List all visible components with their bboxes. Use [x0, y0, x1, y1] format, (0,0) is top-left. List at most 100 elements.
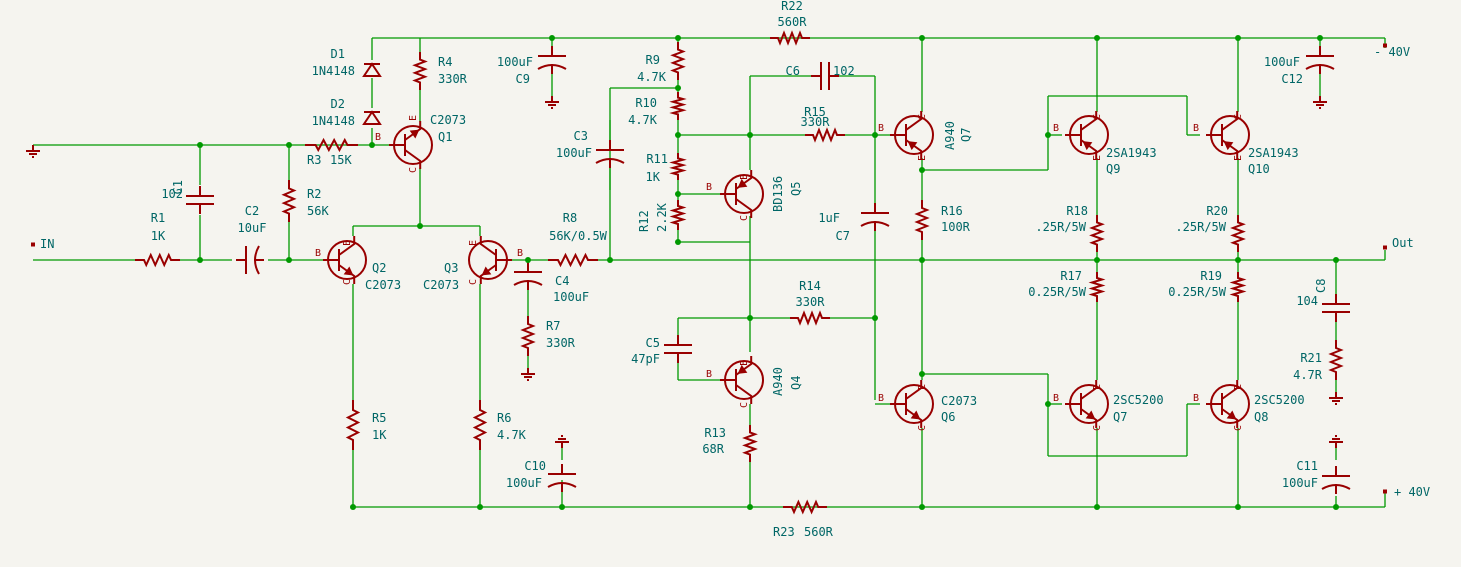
q9-value-label: 2SA1943: [1106, 146, 1157, 160]
ground-symbol: [1329, 435, 1343, 448]
net-flag: [1383, 489, 1387, 494]
r13-reference-label: R13: [704, 426, 726, 440]
c11-reference-label: C11: [1296, 459, 1318, 473]
q6-transistor: [890, 380, 934, 428]
q6-base-pin: B: [878, 393, 884, 404]
q6-reference-label: Q6: [941, 410, 955, 424]
input-net-label: IN: [40, 237, 54, 251]
q10-base-pin: B: [1193, 123, 1199, 134]
junction-dot: [559, 504, 565, 510]
q10-emitter-pin: E: [1233, 155, 1244, 161]
q2-reference-label: Q2: [372, 261, 386, 275]
r20-resistor: [1230, 215, 1246, 252]
q3-base-pin: B: [517, 248, 523, 259]
junction-dot: [675, 85, 681, 91]
c11-capacitor: [1321, 466, 1351, 494]
q3-collector-pin: C: [468, 279, 479, 285]
r23-value-label: 560R: [804, 525, 834, 539]
c8-value-label: 104: [1296, 294, 1318, 308]
q1-transistor: [389, 121, 433, 169]
r20-value-label: .25R/5W: [1175, 220, 1226, 234]
q1-reference-label: Q1: [438, 130, 452, 144]
q9-collector-pin: C: [1092, 114, 1103, 120]
r7-value-label: 330R: [546, 336, 576, 350]
ground-symbol: [545, 96, 559, 109]
r4-reference-label: R4: [438, 55, 452, 69]
junction-dot: [747, 315, 753, 321]
q9-base-pin: B: [1053, 123, 1059, 134]
q3-reference-label: Q3: [444, 261, 458, 275]
q4-collector-pin: C: [739, 402, 750, 408]
r1-reference-label: R1: [151, 211, 165, 225]
r19-value-label: 0.25R/5W: [1168, 285, 1227, 299]
d2-diode: [362, 110, 382, 125]
c7-value-label: 1uF: [818, 211, 840, 225]
q2-collector-pin: C: [342, 279, 353, 285]
r17-resistor: [1088, 272, 1106, 302]
q5-value-label: BD136: [771, 176, 785, 212]
r4-value-label: 330R: [438, 72, 468, 86]
q10-collector-pin: C: [1233, 114, 1244, 120]
junction-dot: [477, 504, 483, 510]
q10-reference-label: Q10: [1248, 162, 1270, 176]
junction-dot: [1235, 257, 1241, 263]
c1-reference-label: C1: [171, 180, 185, 194]
c3-capacitor: [595, 140, 625, 168]
r13-value-label: 68R: [702, 442, 724, 456]
r20-reference-label: R20: [1206, 204, 1228, 218]
c3-reference-label: C3: [574, 129, 588, 143]
r15-reference-label: R15: [804, 105, 826, 119]
r11-value-label: 1K: [646, 170, 661, 184]
junction-dot: [1045, 401, 1051, 407]
c5-capacitor: [664, 335, 692, 363]
q6-emitter-pin: E: [917, 384, 928, 390]
r12-resistor: [669, 200, 687, 230]
q7-2sc5200-transistor: [1065, 380, 1109, 428]
r5-value-label: 1K: [372, 428, 387, 442]
r8-resistor: [548, 252, 598, 268]
q9-emitter-pin: E: [1092, 155, 1103, 161]
r12-value-label: 2.2K: [655, 202, 669, 232]
net-flag: [1383, 43, 1387, 48]
junction-dot: [675, 132, 681, 138]
q9-reference-label: Q9: [1106, 162, 1120, 176]
c2-value-label: 10uF: [238, 221, 267, 235]
c6-capacitor: [811, 62, 839, 90]
c1-capacitor: [186, 186, 214, 214]
r21-resistor: [1328, 340, 1344, 380]
junction-dot: [525, 257, 531, 263]
r22-reference-label: R22: [781, 0, 803, 13]
junction-dot: [197, 142, 203, 148]
d1-diode: [362, 62, 382, 77]
q8-transistor: [1206, 380, 1250, 428]
r19-resistor: [1229, 272, 1247, 302]
r18-resistor: [1089, 215, 1105, 252]
r6-resistor: [472, 400, 488, 450]
r22-resistor: [770, 30, 810, 46]
ground-symbol: [1313, 96, 1327, 109]
c5-value-label: 47pF: [631, 352, 660, 366]
r9-resistor: [670, 42, 686, 80]
r5-resistor: [345, 400, 361, 450]
q1-emitter-pin: E: [408, 115, 419, 121]
r10-value-label: 4.7K: [628, 113, 658, 127]
c5-reference-label: C5: [646, 336, 660, 350]
q6-collector-pin: C: [917, 425, 928, 431]
q7b-collector-pin: C: [1092, 425, 1103, 431]
q2-emitter-pin: E: [342, 240, 353, 246]
c7-reference-label: C7: [836, 229, 850, 243]
q1-collector-pin: C: [408, 167, 419, 173]
q3-emitter-pin: E: [468, 240, 479, 246]
q8-value-label: 2SC5200: [1254, 393, 1305, 407]
r18-value-label: .25R/5W: [1035, 220, 1086, 234]
r11-reference-label: R11: [646, 152, 668, 166]
junction-dot: [417, 223, 423, 229]
r14-value-label: 330R: [796, 295, 826, 309]
junction-dot: [919, 167, 925, 173]
q3-transistor: [468, 236, 512, 284]
output-net-label: Out: [1392, 236, 1414, 250]
r19-reference-label: R19: [1200, 269, 1222, 283]
r9-value-label: 4.7K: [637, 70, 667, 84]
q7-a940-transistor: [890, 111, 934, 159]
